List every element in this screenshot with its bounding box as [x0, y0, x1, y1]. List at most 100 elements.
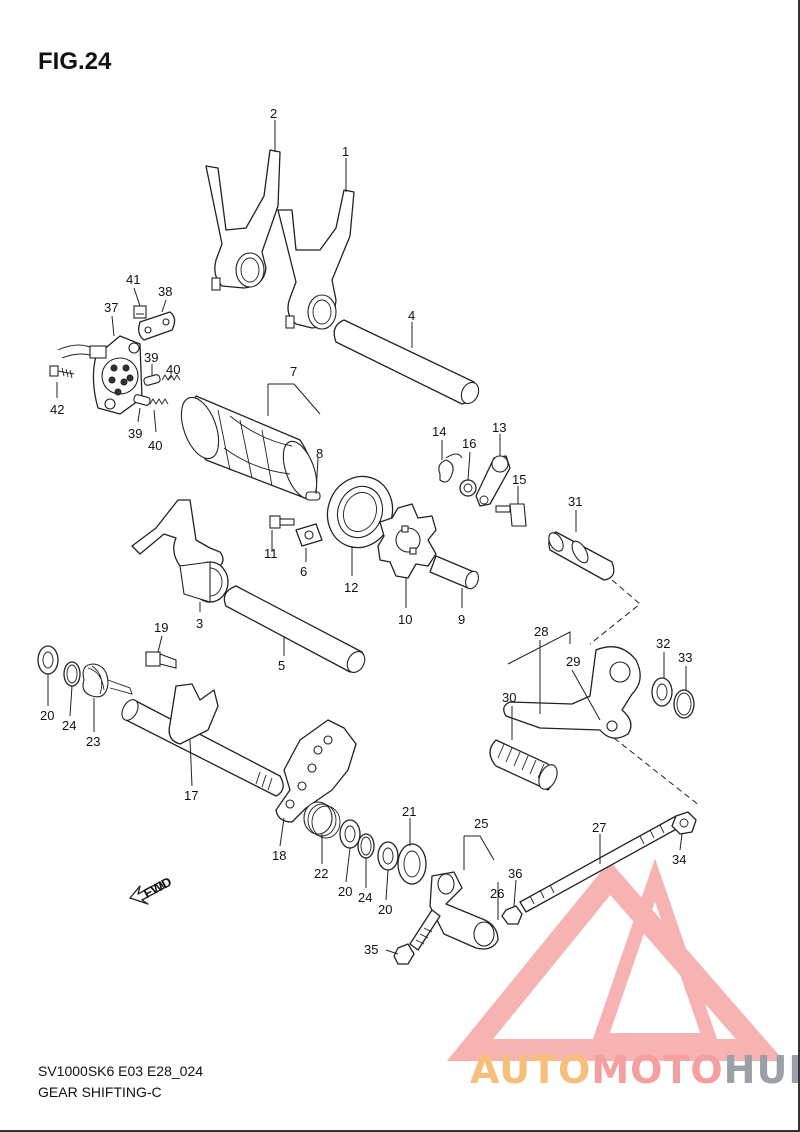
washer-part-32	[651, 677, 673, 707]
callout-39-upper: 39	[144, 350, 158, 365]
watermark-logo	[446, 858, 785, 1061]
watermark-auto: AUTO	[470, 1048, 592, 1092]
shift-pedal-rubber-part-30	[489, 739, 558, 791]
pin-part-9	[429, 555, 479, 590]
bolt-part-35	[393, 909, 441, 965]
callout-40-upper: 40	[166, 362, 180, 377]
callout-28: 28	[534, 624, 548, 639]
shift-fork-part-2	[205, 149, 281, 291]
callout-6: 6	[300, 564, 307, 579]
callout-24-mid: 24	[358, 890, 372, 905]
callout-31: 31	[568, 494, 582, 509]
callout-9: 9	[458, 612, 465, 627]
callout-15: 15	[512, 472, 526, 487]
callout-19: 19	[154, 620, 168, 635]
callout-23: 23	[86, 734, 100, 749]
callout-26: 26	[490, 886, 504, 901]
callout-22: 22	[314, 866, 328, 881]
callout-32: 32	[656, 636, 670, 651]
fwd-label: FWD	[141, 874, 174, 901]
callout-16: 16	[462, 436, 476, 451]
nut-part-36	[501, 905, 523, 925]
callout-1: 1	[342, 144, 349, 159]
callout-20-right: 20	[378, 902, 392, 917]
callout-8: 8	[316, 446, 323, 461]
leader-lines	[47, 120, 687, 955]
callout-42: 42	[50, 402, 64, 417]
callout-12: 12	[344, 580, 358, 595]
callout-30: 30	[502, 690, 516, 705]
callout-14: 14	[432, 424, 446, 439]
diagram-caption: GEAR SHIFTING-C	[38, 1084, 162, 1100]
model-code: SV1000SK6 E03 E28_024	[38, 1063, 204, 1079]
callout-10: 10	[398, 612, 412, 627]
shift-arm-part-18	[275, 719, 357, 823]
fork-shaft-part-5	[223, 585, 366, 673]
callout-20-mid: 20	[338, 884, 352, 899]
bearing-part-12	[326, 475, 394, 549]
neutral-switch-part-37	[57, 335, 143, 415]
callout-24-left: 24	[62, 718, 76, 733]
watermark-hub: HUB	[723, 1048, 800, 1092]
washer-part-6	[295, 523, 323, 547]
callout-25: 25	[474, 816, 488, 831]
circlip-part-24-left	[63, 661, 81, 687]
page-border-right	[798, 0, 800, 1132]
callout-3: 3	[196, 616, 203, 631]
callout-29: 29	[566, 654, 580, 669]
forward-direction-arrow: FWD	[129, 874, 174, 905]
circlip-part-33	[673, 689, 695, 719]
callout-39-lower: 39	[128, 426, 142, 441]
callout-7: 7	[290, 364, 297, 379]
pin-part-39-upper	[143, 374, 161, 386]
washer-plate-part-38	[138, 311, 176, 341]
stopper-arm-part-13	[475, 455, 511, 507]
callout-2: 2	[270, 106, 277, 121]
spring-part-40-upper	[161, 374, 181, 381]
callout-17: 17	[184, 788, 198, 803]
callout-20-left: 20	[40, 708, 54, 723]
fork-shaft-part-4	[333, 319, 480, 405]
callout-34: 34	[672, 852, 686, 867]
callout-4: 4	[408, 308, 415, 323]
rod-end-part-25	[429, 871, 499, 950]
callout-41: 41	[126, 272, 140, 287]
shift-fork-part-3	[131, 499, 229, 603]
spring-part-22	[303, 801, 341, 839]
circlip-part-24-mid	[357, 833, 375, 859]
watermark-moto: MOTO	[591, 1048, 724, 1092]
page-border-bottom	[0, 1130, 800, 1132]
watermark-text: AUTOMOTOHUB	[470, 1048, 800, 1092]
callout-21: 21	[402, 804, 416, 819]
callout-35: 35	[364, 942, 378, 957]
callout-labels: 2 1 4 41 38 37 39 40 42 39 40 7 8 14 16 …	[40, 106, 692, 957]
oil-seal-part-21	[397, 843, 427, 885]
callout-18: 18	[272, 848, 286, 863]
callout-33: 33	[678, 650, 692, 665]
callout-38: 38	[158, 284, 172, 299]
bolt-part-11	[269, 515, 295, 529]
screw-part-42	[49, 365, 75, 379]
callout-36: 36	[508, 866, 522, 881]
bolt-part-41	[133, 305, 147, 319]
gear-shift-cam-part-7	[180, 395, 321, 501]
pin-part-39-lower	[133, 394, 151, 406]
washer-part-16	[459, 479, 477, 497]
return-spring-part-23	[82, 663, 133, 698]
figure-title: FIG.24	[38, 48, 112, 75]
shift-fork-part-1	[277, 189, 355, 330]
pivot-bolt-part-31	[548, 531, 615, 581]
bolt-part-15	[495, 503, 527, 527]
washer-part-20-mid	[339, 819, 361, 849]
callout-5: 5	[278, 658, 285, 673]
nut-part-34	[671, 811, 697, 835]
callout-13: 13	[492, 420, 506, 435]
spring-part-14	[438, 453, 463, 483]
gear-shift-lever-part-28	[503, 646, 641, 739]
spring-part-40-lower	[149, 398, 169, 405]
callout-37: 37	[104, 300, 118, 315]
washer-part-20-left	[37, 645, 59, 675]
callout-11: 11	[264, 546, 278, 561]
callout-27: 27	[592, 820, 606, 835]
